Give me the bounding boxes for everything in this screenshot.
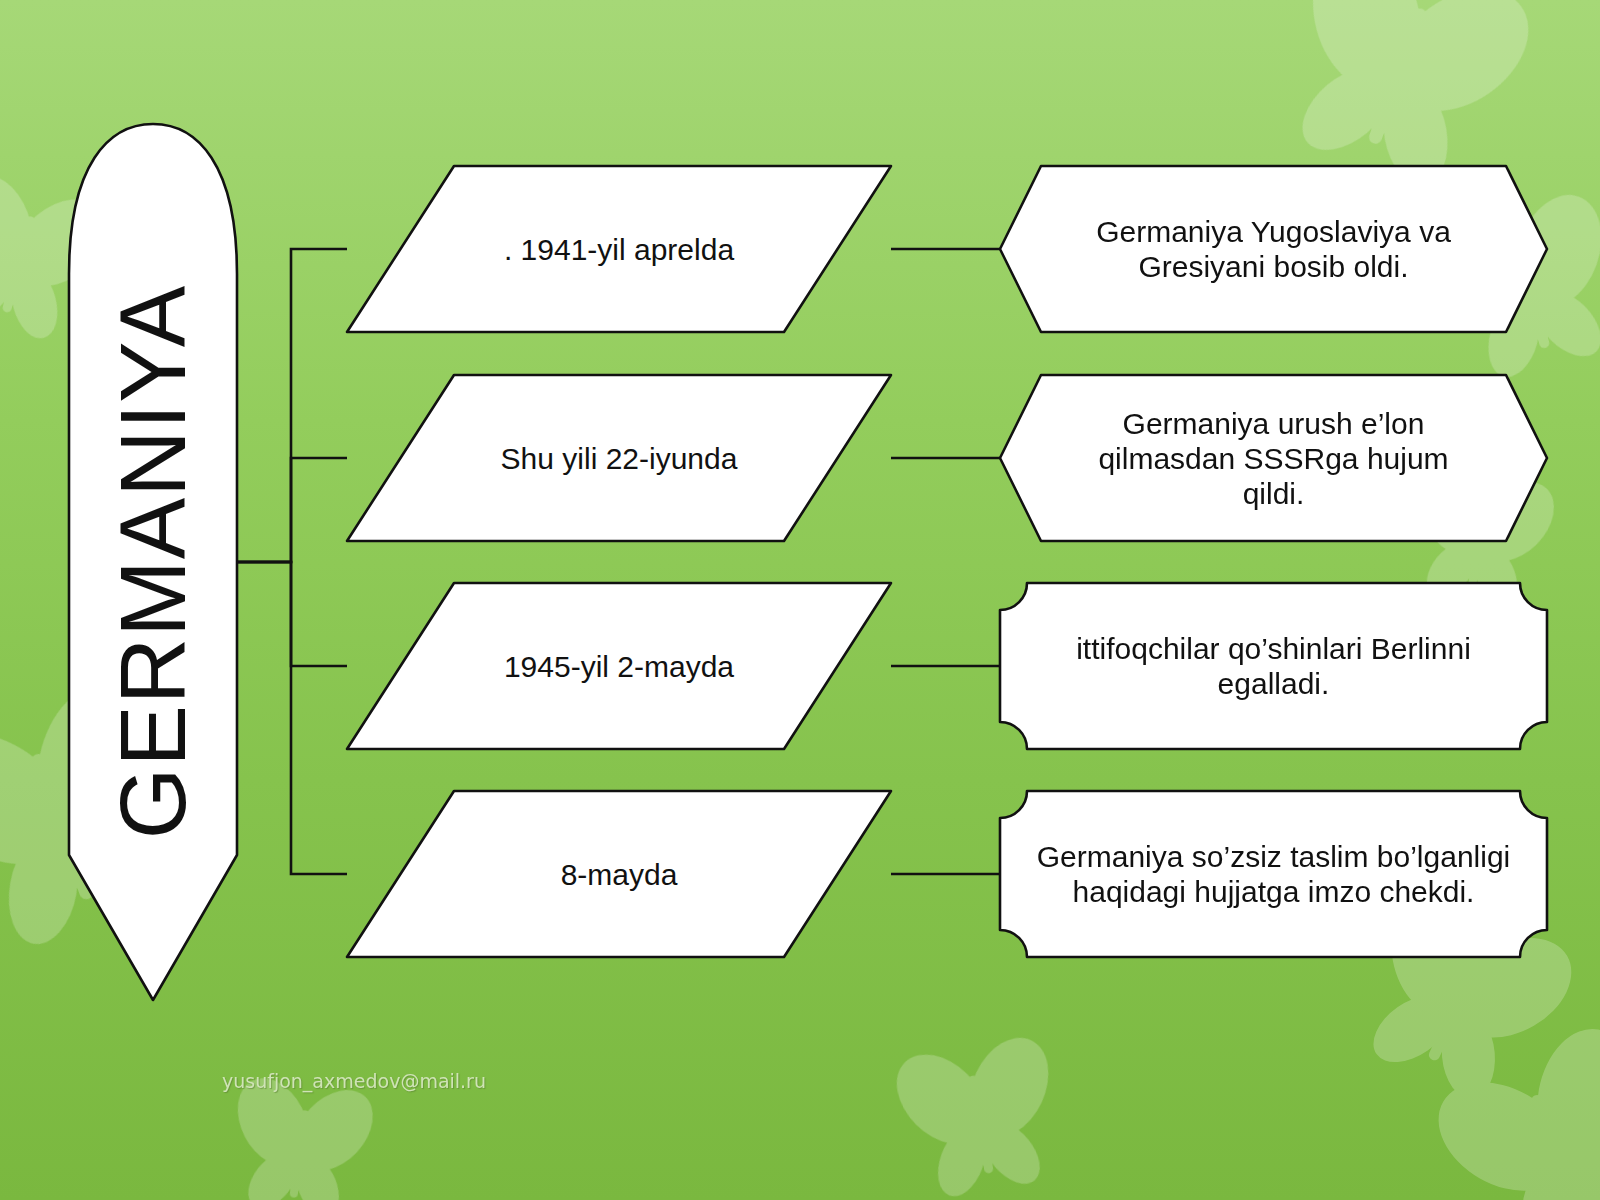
shape-outline — [1000, 583, 1547, 749]
event-text: Germaniya urush e’lon qilmasdan SSSRga h… — [1081, 406, 1466, 511]
shape-outline — [1000, 583, 1547, 749]
event-text: Germaniya so’zsiz taslim bo’lganligi haq… — [1026, 839, 1521, 909]
butterfly — [872, 1015, 1086, 1200]
link-connector — [891, 665, 1000, 668]
shape-outline — [347, 166, 891, 332]
date-box: 8-mayda — [347, 791, 891, 957]
bracket-connector — [237, 249, 347, 562]
shape-outline — [347, 583, 891, 749]
shape-outline — [69, 124, 237, 1000]
germany-banner: GERMANIYA — [69, 124, 237, 1000]
shape-outline — [1000, 166, 1547, 332]
date-text: 8-mayda — [561, 857, 678, 892]
banner-title: GERMANIYA — [107, 285, 199, 839]
date-text: Shu yili 22-iyunda — [501, 441, 738, 476]
date-text: 1945-yil 2-mayda — [504, 649, 734, 684]
butterfly — [1396, 988, 1600, 1200]
shape-outline — [1000, 791, 1547, 957]
shape-outline — [1000, 791, 1547, 957]
shape-outline — [347, 791, 891, 957]
event-text: ittifoqchilar qo’shinlari Berlinni egall… — [1034, 631, 1514, 701]
event-box: Germaniya so’zsiz taslim bo’lganligi haq… — [1000, 791, 1547, 957]
date-box: 1945-yil 2-mayda — [347, 583, 891, 749]
watermark: yusufjon_axmedov@mail.ru — [222, 1070, 486, 1092]
shape-outline — [1000, 375, 1547, 541]
bracket-connector — [237, 562, 347, 874]
event-box: Germaniya Yugoslaviya va Gresiyani bosib… — [1000, 166, 1547, 332]
event-box: Germaniya urush e’lon qilmasdan SSSRga h… — [1000, 375, 1547, 541]
bracket-connector — [237, 458, 347, 562]
bracket-connector — [237, 562, 347, 666]
link-connector — [891, 873, 1000, 876]
date-text: . 1941-yil aprelda — [504, 232, 734, 267]
event-box: ittifoqchilar qo’shinlari Berlinni egall… — [1000, 583, 1547, 749]
date-box: Shu yili 22-iyunda — [347, 375, 891, 541]
date-box: . 1941-yil aprelda — [347, 166, 891, 332]
link-connector — [891, 457, 1000, 460]
link-connector — [891, 248, 1000, 251]
event-text: Germaniya Yugoslaviya va Gresiyani bosib… — [1064, 214, 1484, 284]
shape-outline — [1000, 166, 1547, 332]
shape-outline — [347, 375, 891, 541]
